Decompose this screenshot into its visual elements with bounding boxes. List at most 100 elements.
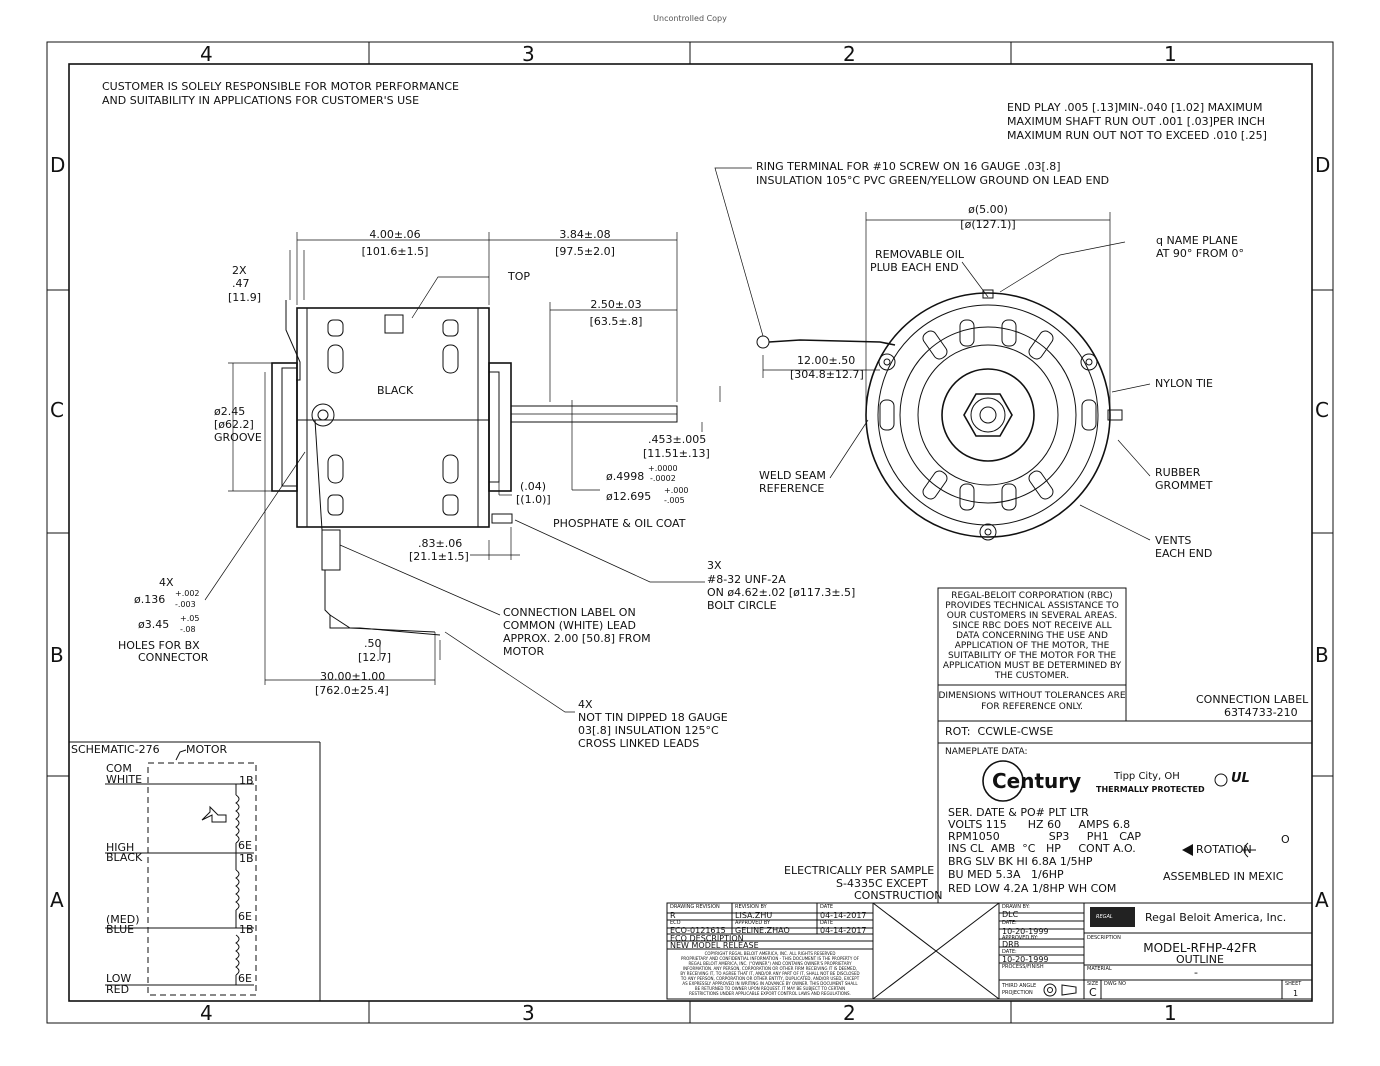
term-6e-b: 6E — [238, 910, 252, 923]
elec-note-3: CONSTRUCTION — [854, 889, 943, 902]
holes-connector: CONNECTOR — [138, 651, 209, 664]
weld-seam-1: WELD SEAM — [759, 469, 826, 482]
zone-top-2: 2 — [843, 42, 856, 66]
schematic-med: (MED) — [106, 913, 140, 926]
holes-dia-mm: ø3.45 — [138, 618, 170, 631]
schematic-diagram — [69, 741, 321, 1001]
grommet-2: GROMMET — [1155, 479, 1213, 492]
revision-block-lines — [666, 902, 1000, 1000]
schematic-com: COM — [106, 762, 132, 775]
tol-note-2: FOR REFERENCE ONLY. — [981, 702, 1083, 712]
dim-400-mm: [101.6±1.5] — [361, 245, 429, 258]
zone-bottom-2: 2 — [843, 1001, 856, 1025]
ring-terminal-2: INSULATION 105°C PVC GREEN/YELLOW GROUND… — [756, 174, 1110, 187]
thermally-protected: THERMALLY PROTECTED — [1096, 785, 1205, 794]
copyright-5: BY RECEIVING IT, TO AGREE THAT IT, AND/O… — [680, 971, 860, 976]
dim-400: 4.00±.06 — [369, 228, 421, 241]
phosphate-coat: PHOSPHATE & OIL COAT — [553, 517, 686, 530]
approved-by-h: APPROVED BY: — [1002, 935, 1039, 941]
schematic-low: LOW — [106, 972, 132, 985]
title-block-lines — [998, 902, 1313, 1000]
eco-desc: NEW MODEL RELEASE — [670, 941, 759, 950]
nameplate-line-1: SER. DATE & PO# PLT LTR — [948, 806, 1089, 819]
third-angle-1: THIRD ANGLE — [1002, 983, 1037, 989]
dim-3000-mm: [762.0±25.4] — [315, 684, 389, 697]
dim-1200-mm: [304.8±12.7] — [790, 368, 864, 381]
dwg-no-h: DWG NO — [1104, 981, 1126, 987]
rbc-note-2: PROVIDES TECHNICAL ASSISTANCE TO — [945, 601, 1119, 611]
end-dia-mm: [ø(127.1)] — [960, 218, 1016, 231]
copyright-9: RESTRICTIONS UNDER APPLICABLE EXPORT CON… — [689, 991, 851, 996]
elec-note-1: ELECTRICALLY PER SAMPLE — [784, 864, 935, 877]
oil-plug-1: REMOVABLE OIL — [875, 248, 965, 261]
rbc-note-8: APPLICATION MUST BE DETERMINED BY — [942, 661, 1122, 671]
zone-right-d: D — [1315, 153, 1331, 177]
dim-050-mm: [12.7] — [358, 651, 392, 664]
nameplate-line-2: VOLTS 115 HZ 60 AMPS 6.8 — [948, 818, 1131, 831]
vents-2: EACH END — [1155, 547, 1213, 560]
bolt-3x: 3X — [707, 559, 722, 572]
dim-384-mm: [97.5±2.0] — [555, 245, 615, 258]
shaft-tol-in-minus: -.0002 — [650, 474, 676, 483]
dim-2x: 2X — [232, 264, 247, 277]
left-end-bell — [271, 362, 298, 492]
ul-mark: UL — [1231, 771, 1250, 786]
company-name: Regal Beloit America, Inc. — [1145, 911, 1287, 924]
outline-label: OUTLINE — [1176, 953, 1224, 966]
copyright-2: PROPRIETARY AND CONFIDENTIAL INFORMATION… — [680, 956, 860, 961]
regal-logo — [1090, 907, 1135, 927]
ring-terminal — [756, 335, 770, 349]
groove-mm: [ø62.2] — [214, 418, 254, 431]
copyright-3: REGAL BELOIT AMERICA, INC. ("OWNER") AND… — [688, 961, 852, 966]
bolt-thread: #8-32 UNF-2A — [707, 573, 786, 586]
right-end-bell — [488, 362, 512, 492]
holes-tol-mm-plus: +.05 — [180, 614, 200, 623]
shaft-dia-in: ø.4998 — [606, 470, 645, 483]
rev-h-drawing: DRAWING REVISION — [670, 904, 720, 910]
copyright-6: TO ANY PERSON, CORPORATION OR OTHER ENTI… — [680, 976, 860, 981]
nameplate-line-5: BRG SLV BK HI 6.8A 1/5HP — [948, 855, 1093, 868]
term-1b-b: 1B — [239, 852, 254, 865]
elec-note-2: S-4335C EXCEPT — [836, 877, 928, 890]
outer-border — [46, 41, 1334, 1024]
bolt-circle: BOLT CIRCLE — [707, 599, 777, 612]
rbc-note-7: SUITABILITY OF THE MOTOR FOR THE — [947, 651, 1117, 661]
rev-by-value: LISA.ZHU — [735, 911, 773, 920]
term-6e-a: 6E — [238, 839, 252, 852]
dim-250-mm: [63.5±.8] — [589, 315, 643, 328]
leads-insulation: 03[.8] INSULATION 125°C — [578, 724, 719, 737]
nameplate-title: NAMEPLATE DATA: — [945, 747, 1028, 757]
appr-date-h: DATE — [820, 920, 834, 926]
zone-right-b: B — [1315, 643, 1329, 667]
zone-ticks — [47, 42, 1333, 1023]
third-angle-2: PROJECTION — [1002, 990, 1033, 996]
rev-value: R — [670, 911, 676, 920]
date1: 10-20-1999 — [1002, 927, 1049, 936]
rbc-note-1: REGAL-BELOIT CORPORATION (RBC) — [951, 591, 1113, 601]
holes-for-bx: HOLES FOR BX — [118, 639, 200, 652]
top-label: TOP — [508, 270, 531, 283]
zone-left-d: D — [50, 153, 66, 177]
dim-083: .83±.06 — [418, 537, 463, 550]
holes-tol-in-plus: +.002 — [175, 589, 200, 598]
date2: 10-20-1999 — [1002, 955, 1049, 964]
endplay-note-3: MAXIMUM RUN OUT NOT TO EXCEED .010 [.25] — [1007, 129, 1267, 142]
nameplate-line-7: RED LOW 4.2A 1/8HP WH COM — [948, 882, 1117, 895]
appr-h: APPROVED BY — [735, 920, 771, 926]
leads-gauge: NOT TIN DIPPED 18 GAUGE — [578, 711, 728, 724]
ring-terminal-1: RING TERMINAL FOR #10 SCREW ON 16 GAUGE … — [756, 160, 1061, 173]
century-brand: Century — [992, 769, 1082, 793]
motor-end-view — [714, 167, 1151, 541]
material-h: MATERIAL — [1087, 966, 1112, 972]
endplay-note-2: MAXIMUM SHAFT RUN OUT .001 [.03]PER INCH — [1007, 115, 1266, 128]
shaft-tol-mm-minus: -.005 — [664, 496, 685, 505]
zone-left-c: C — [50, 398, 64, 422]
term-6e-c: 6E — [238, 972, 252, 985]
sheet-value: 1 — [1293, 989, 1299, 998]
regal-logo-text: REGAL — [1096, 914, 1113, 920]
uncontrolled-copy: Uncontrolled Copy — [653, 14, 727, 23]
eco-h: ECO — [670, 920, 681, 926]
motor-body — [296, 307, 490, 528]
schematic-high: HIGH — [106, 841, 135, 854]
holes-tol-in-minus: -.003 — [175, 600, 196, 609]
